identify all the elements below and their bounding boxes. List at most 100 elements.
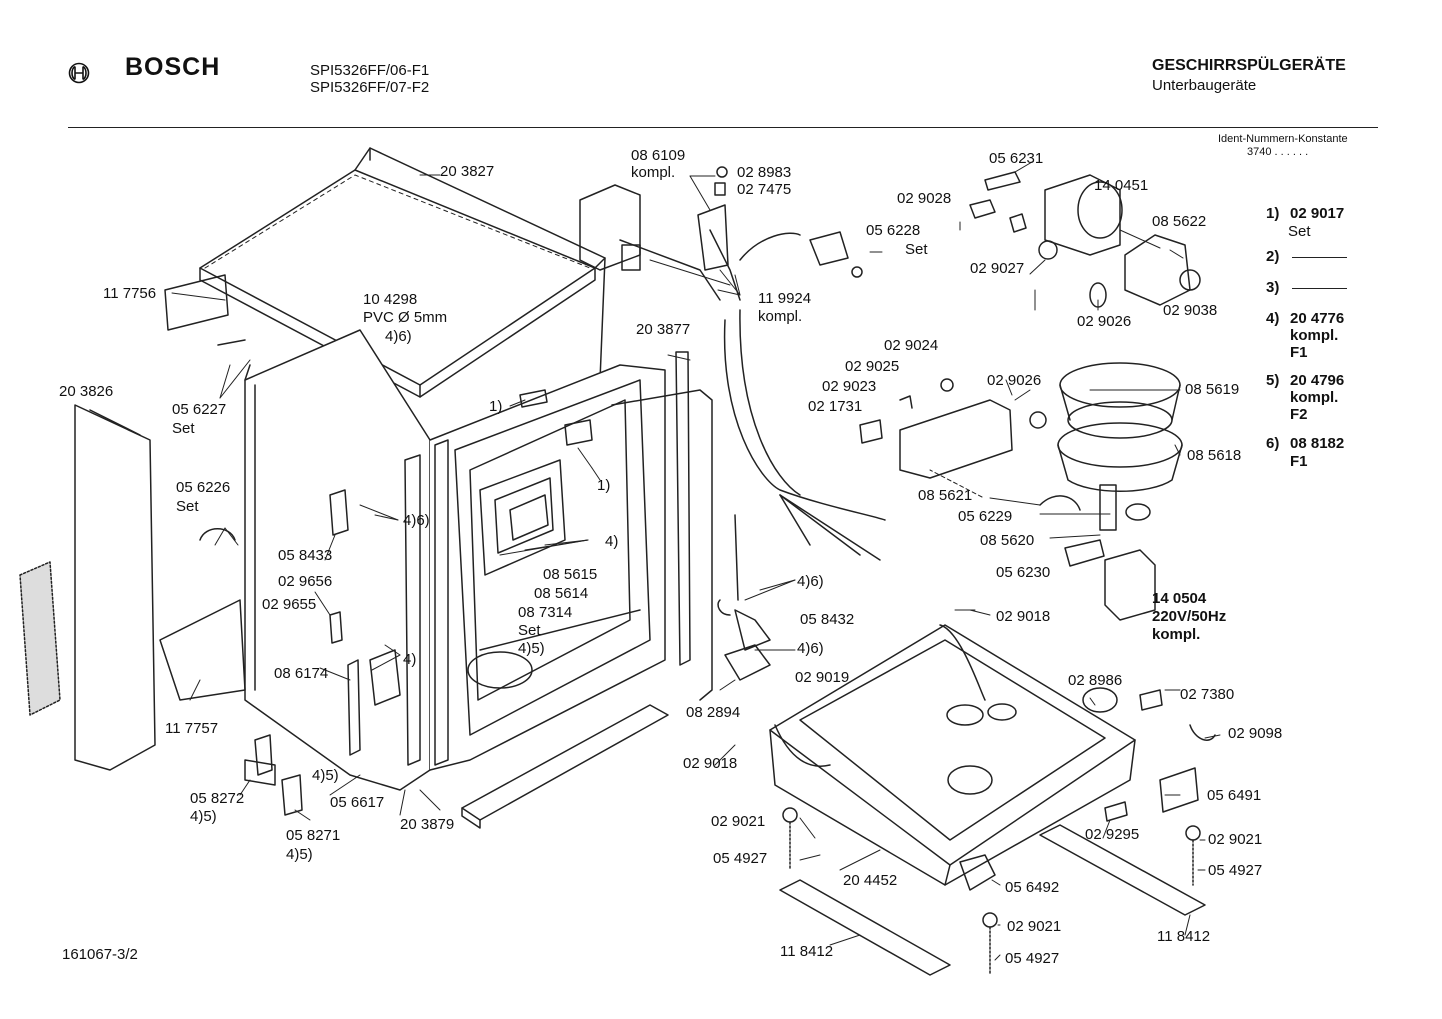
part-label-029018b: 02 9018: [683, 755, 738, 772]
part-label-029021b: 02 9021: [1208, 831, 1263, 848]
ident-value: 3740 . . . . . .: [1247, 146, 1309, 158]
ref-label-46b: 4)6): [797, 573, 824, 590]
legend-3-blank: [1292, 288, 1347, 289]
part-label-104298: 10 4298: [363, 291, 418, 308]
part-label-056229: 05 6229: [958, 508, 1013, 525]
part-label-203826: 20 3826: [59, 383, 114, 400]
product-category: GESCHIRRSPÜLGERÄTE: [1152, 57, 1346, 74]
part-label-029021c: 02 9021: [1007, 918, 1062, 935]
part-label-056226: 05 6226: [176, 479, 231, 496]
cabinet-side-panel: [244, 329, 431, 791]
part-label-058271: 05 8271: [286, 827, 341, 844]
part-label-021731: 02 1731: [808, 398, 863, 415]
water-valve-body: [859, 378, 1047, 479]
legend-4-sub2: F1: [1290, 344, 1308, 361]
part-label-085622: 08 5622: [1152, 213, 1207, 230]
part-label-085615: 08 5615: [543, 566, 598, 583]
part-label-029656: 02 9656: [278, 573, 333, 590]
legend-6-value: 08 8182: [1290, 435, 1345, 452]
part-label-118412b: 11 8412: [1157, 928, 1211, 945]
part-label-054927c: 05 4927: [1005, 950, 1060, 967]
part-label-056227: 05 6227: [172, 401, 227, 418]
door-gasket: [404, 351, 713, 766]
part-label-056231: 05 6231: [989, 150, 1044, 167]
legend-4-value: 20 4776: [1290, 310, 1345, 327]
part-label-056227-sub: Set: [172, 420, 195, 437]
loose-parts-left: [244, 389, 771, 816]
legend-5-sub2: F2: [1290, 406, 1308, 423]
pump-housings: [969, 171, 1201, 308]
part-label-029098: 02 9098: [1228, 725, 1283, 742]
part-label-029021a: 02 9021: [711, 813, 766, 830]
legend-2-key: 2): [1266, 248, 1280, 265]
part-label-028983: 02 8983: [737, 164, 792, 181]
part-label-058272: 05 8272: [190, 790, 245, 807]
part-label-087314: 08 7314: [518, 604, 573, 621]
part-label-054927a: 05 4927: [713, 850, 768, 867]
model-number-2: SPI5326FF/07-F2: [310, 79, 430, 96]
part-label-056226-sub: Set: [176, 498, 199, 515]
legend-1-value: 02 9017: [1290, 205, 1345, 222]
part-label-085619: 08 5619: [1185, 381, 1240, 398]
bosch-logo-icon: [68, 62, 90, 84]
legend-5-key: 5): [1266, 372, 1280, 389]
part-label-086109: 08 6109: [631, 147, 686, 164]
part-label-140504: 14 0504: [1152, 590, 1207, 607]
part-label-085618: 08 5618: [1187, 447, 1242, 464]
part-label-029027: 02 9027: [970, 260, 1025, 277]
part-label-204452: 20 4452: [843, 872, 898, 889]
drain-pump: [1064, 539, 1156, 621]
part-label-029028: 02 9028: [897, 190, 952, 207]
part-label-058271-note: 4)5): [286, 846, 313, 863]
legend-2-blank: [1292, 257, 1347, 258]
part-label-058272-note: 4)5): [190, 808, 217, 825]
part-label-056617: 05 6617: [330, 794, 385, 811]
leader-lines: [171, 161, 1221, 961]
ref-label-1b: 1): [597, 477, 611, 494]
legend-5-value: 20 4796: [1290, 372, 1345, 389]
part-label-029019: 02 9019: [795, 669, 850, 686]
inlet-valve-parts: [579, 166, 863, 278]
part-label-085614: 08 5614: [534, 585, 589, 602]
ref-label-45a: 4)5): [312, 767, 339, 784]
part-label-087314-note: 4)5): [518, 640, 545, 657]
feet-and-rails: [461, 687, 1216, 976]
ident-label: Ident-Nummern-Konstante: [1218, 133, 1348, 145]
part-label-140451: 14 0451: [1094, 177, 1149, 194]
ref-label-46a: 4)6): [403, 512, 430, 529]
part-label-029026a: 02 9026: [1077, 313, 1132, 330]
part-label-086174: 08 6174: [274, 665, 329, 682]
part-label-085621: 08 5621: [918, 487, 973, 504]
part-label-203877: 20 3877: [636, 321, 691, 338]
part-label-029295: 02 9295: [1085, 826, 1140, 843]
brand-name: BOSCH: [125, 53, 221, 81]
sump-filter-assembly: [1039, 362, 1183, 531]
legend-6-key: 6): [1266, 435, 1280, 452]
part-label-029023: 02 9023: [822, 378, 877, 395]
part-label-117756: 11 7756: [103, 285, 157, 302]
part-label-029024: 02 9024: [884, 337, 939, 354]
ref-label-46c: 4)6): [797, 640, 824, 657]
legend-4-sub1: kompl.: [1290, 327, 1339, 344]
part-label-056492: 05 6492: [1005, 879, 1060, 896]
part-label-118412a: 11 8412: [780, 943, 834, 960]
part-label-029018a: 02 9018: [996, 608, 1051, 625]
part-label-087314-sub: Set: [518, 622, 541, 639]
base-tray: [769, 624, 1136, 886]
ref-label-4a: 4): [605, 533, 619, 550]
legend-4-key: 4): [1266, 310, 1280, 327]
part-label-029026b: 02 9026: [987, 372, 1042, 389]
part-label-056491: 05 6491: [1207, 787, 1262, 804]
part-label-086109-sub: kompl.: [631, 164, 676, 181]
legend-1-sub: Set: [1288, 223, 1311, 240]
part-label-119924: 11 9924: [758, 290, 812, 307]
model-number-1: SPI5326FF/06-F1: [310, 62, 430, 79]
part-label-119924-sub: kompl.: [758, 308, 803, 325]
part-label-140504-sub2: kompl.: [1152, 626, 1201, 643]
legend-6-sub: F1: [1290, 453, 1308, 470]
part-label-140504-sub1: 220V/50Hz: [1152, 608, 1227, 625]
header-divider: [68, 127, 1378, 128]
part-label-029038: 02 9038: [1163, 302, 1218, 319]
part-label-085620: 08 5620: [980, 532, 1035, 549]
